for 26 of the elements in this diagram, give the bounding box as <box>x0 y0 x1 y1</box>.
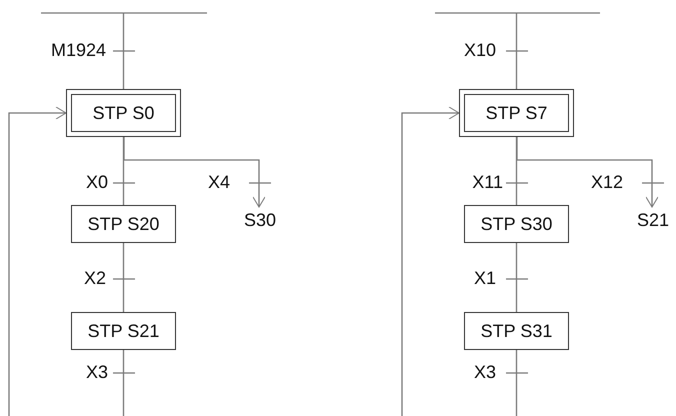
connector-line <box>122 243 124 312</box>
connector-line <box>516 13 518 89</box>
step-box: STP S31 <box>464 312 569 350</box>
transition-condition: X11 <box>472 172 503 192</box>
step-box: STP S21 <box>71 312 176 350</box>
transition-condition: X10 <box>464 40 496 60</box>
transition-condition: X2 <box>84 268 106 288</box>
transition-condition: X3 <box>474 362 496 382</box>
jump-target-label: S30 <box>237 208 283 232</box>
connector-line <box>122 350 124 416</box>
step-box: STP S20 <box>71 205 176 243</box>
transition-condition: X0 <box>86 172 108 192</box>
connector-line <box>122 13 124 89</box>
transition-condition: X1 <box>474 268 496 288</box>
connector-line <box>516 350 518 416</box>
arrow <box>401 106 460 416</box>
transition-condition: X4 <box>208 172 230 192</box>
transition-condition: X12 <box>591 172 624 192</box>
connector-line <box>516 137 518 205</box>
transition-condition: M1924 <box>50 40 106 60</box>
step-box: STP S30 <box>464 205 569 243</box>
jump-target-label: S21 <box>630 208 676 232</box>
arrow <box>8 106 66 416</box>
connector-line <box>122 137 124 205</box>
connector-line <box>516 243 518 312</box>
transition-condition: X3 <box>86 362 108 382</box>
